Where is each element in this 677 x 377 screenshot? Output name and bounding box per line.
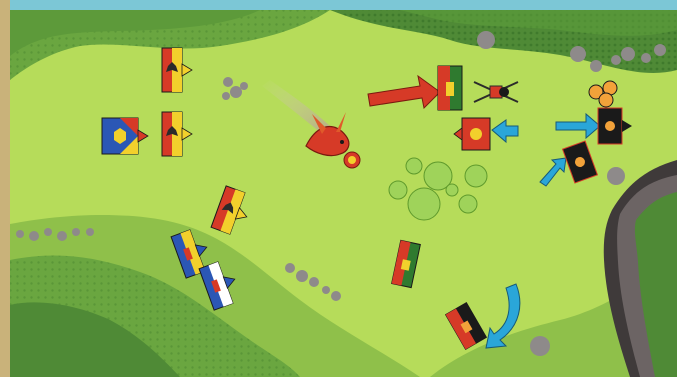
sky-strip: [10, 0, 677, 10]
hero-medallion-icon: [344, 152, 360, 168]
unit-red-green-1[interactable]: [438, 66, 462, 110]
figure-icon: [446, 82, 454, 96]
